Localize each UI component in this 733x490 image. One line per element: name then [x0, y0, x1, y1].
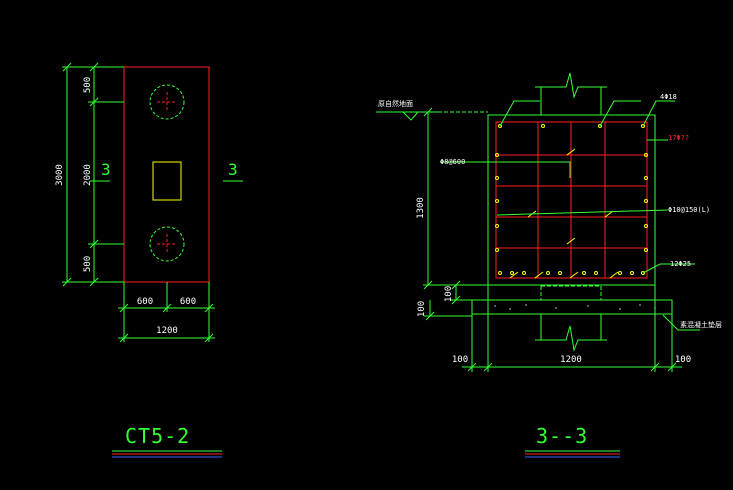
plan-pile-lower: [149, 226, 185, 262]
section-dim-offset-right: 100: [675, 355, 691, 365]
section-cap-outline: [487, 114, 656, 286]
section-note-tie: Φ10@150(L): [668, 206, 710, 214]
section-note-red: 17Φ??: [668, 134, 689, 142]
plan-dim-right-half: 600: [180, 297, 196, 307]
plan-section-mark-left: 3: [101, 160, 111, 179]
plan-column: [152, 161, 182, 201]
plan-dim-top: 500: [83, 77, 93, 93]
plan-dim-left-half: 600: [137, 297, 153, 307]
section-title: 3--3: [536, 424, 588, 448]
section-dim-height-main: 1300: [416, 197, 426, 219]
plan-pile-upper: [149, 84, 185, 120]
section-note-bottom-bars: 12Φ25: [670, 260, 691, 268]
plan-section-mark-right: 3: [228, 160, 238, 179]
plan-view: 3 3 500 2000 500 3000 600 600: [55, 62, 243, 458]
plan-dim-total: 3000: [55, 164, 65, 186]
section-dim-height-pad: 100: [417, 301, 427, 317]
section-dim-offset-left: 100: [452, 355, 468, 365]
plan-dim-width: 1200: [156, 326, 178, 336]
section-dim-height-base: 100: [444, 286, 454, 302]
plan-dim-bottom: 500: [83, 256, 93, 272]
plan-dim-mid: 2000: [83, 164, 93, 186]
section-pad: [471, 299, 673, 315]
section-note-cushion: 素混凝土垫层: [680, 320, 722, 329]
section-view: 原自然地面: [376, 72, 722, 458]
section-ground-label: 原自然地面: [378, 99, 413, 108]
plan-title: CT5-2: [125, 424, 190, 448]
section-note-top-bars: 4Φ18: [660, 93, 677, 101]
section-dim-width: 1200: [560, 355, 582, 365]
section-rebar-dots: [495, 124, 648, 275]
section-note-stirrup: Φ8@600: [440, 158, 465, 166]
section-rebar-grid: [495, 121, 648, 279]
